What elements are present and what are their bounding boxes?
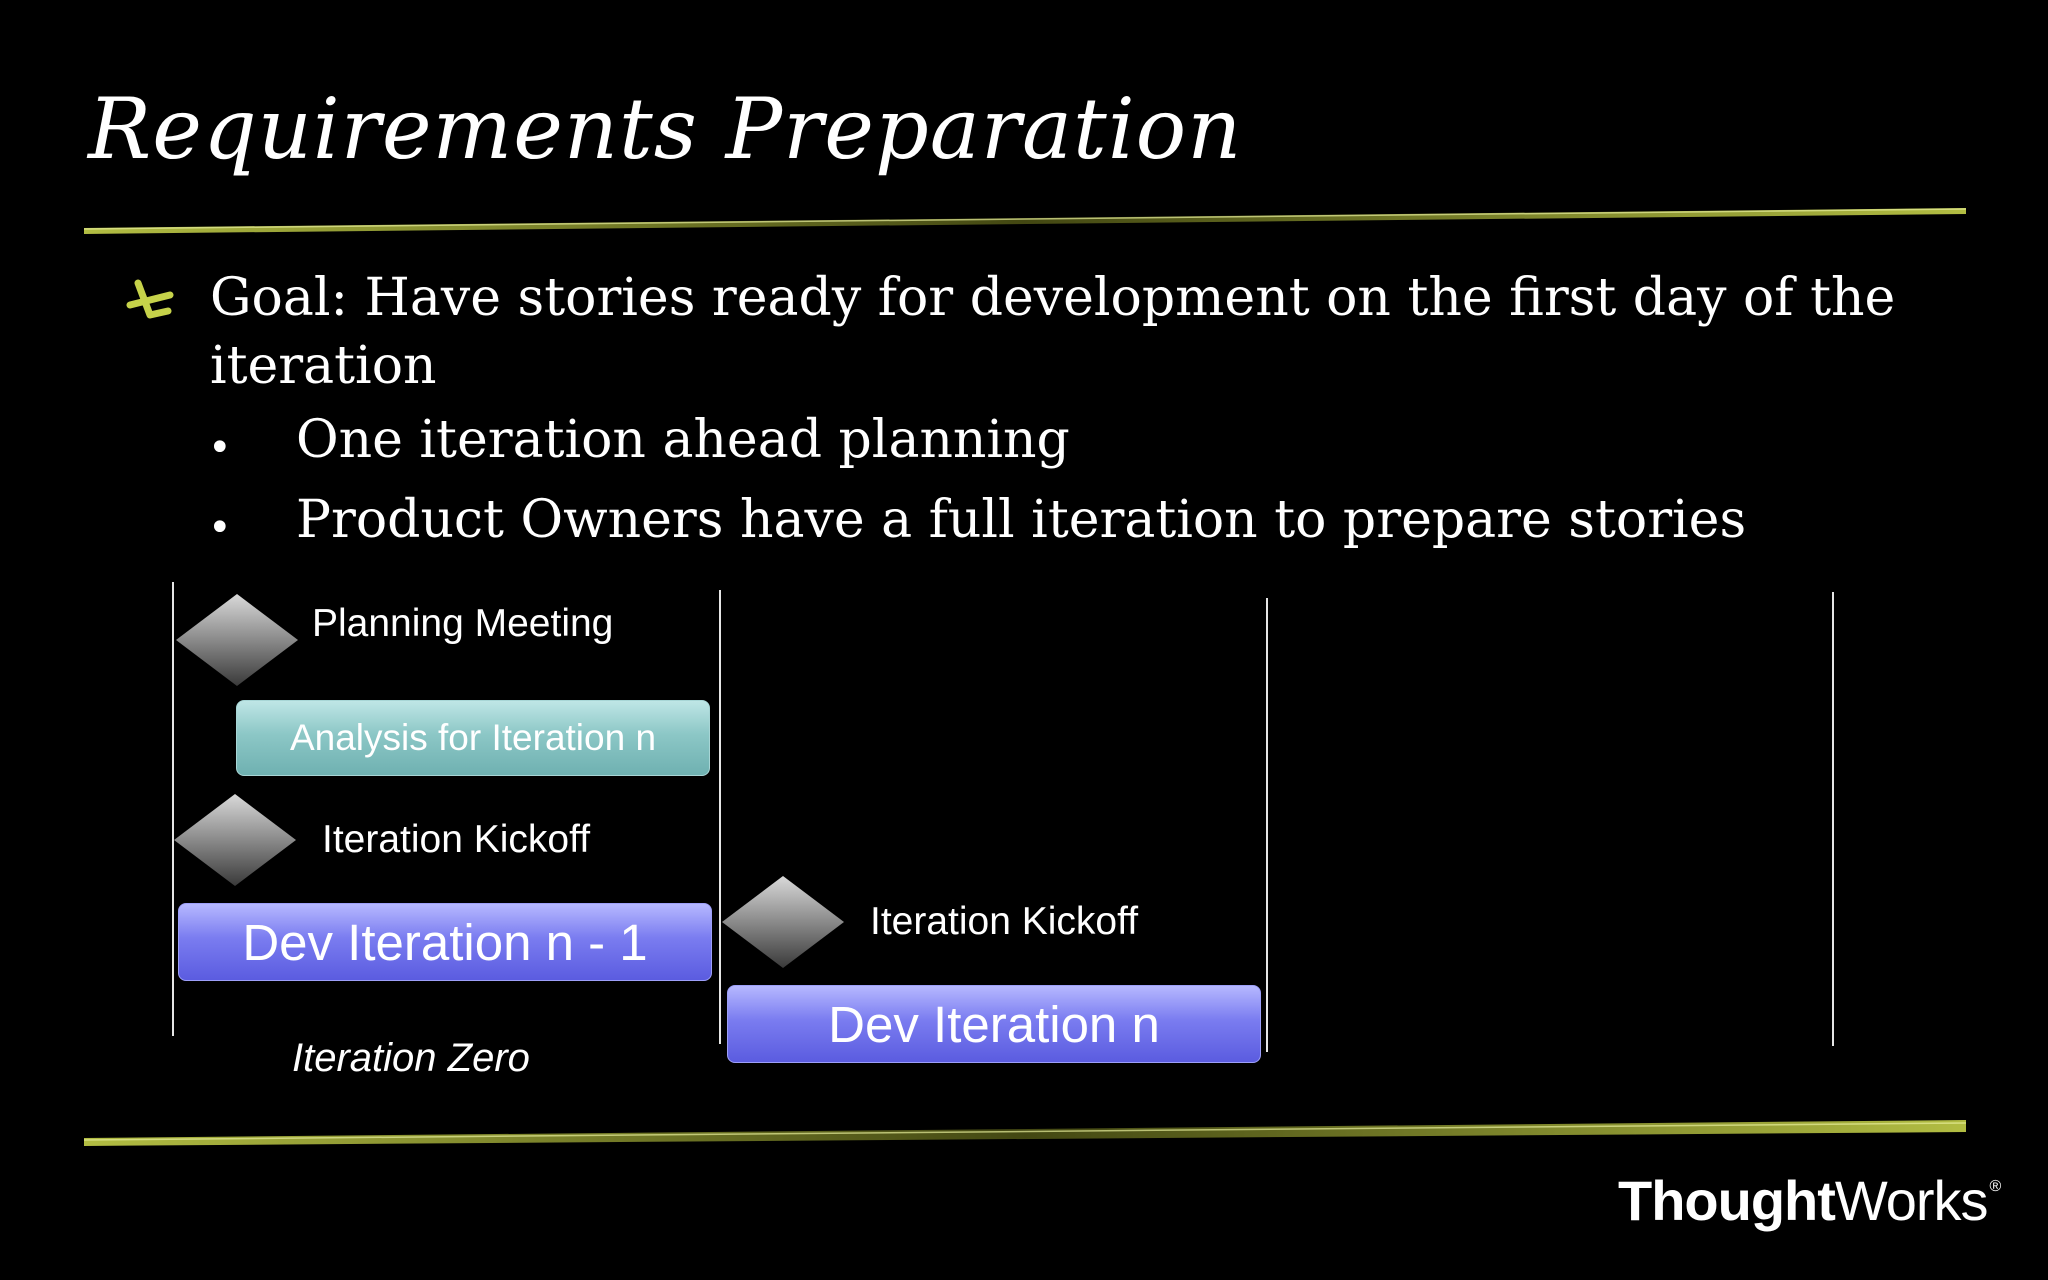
logo-registered-mark: ®	[1989, 1178, 2002, 1195]
iteration-zero-label: Iteration Zero	[292, 1036, 530, 1080]
planning-meeting-diamond-icon	[176, 594, 298, 686]
sub-bullet-1: One iteration ahead planning	[296, 410, 1070, 470]
iteration-kickoff-label-2: Iteration Kickoff	[870, 900, 1139, 943]
analysis-bar: Analysis for Iteration n	[236, 700, 710, 776]
logo-regular: Works	[1834, 1169, 1989, 1232]
iteration-kickoff-diamond-icon	[722, 876, 844, 968]
sub-bullet-2: Product Owners have a full iteration to …	[296, 490, 1747, 550]
goal-bullet: Goal: Have stories ready for development…	[210, 268, 1896, 396]
timeline-divider-2	[719, 590, 721, 1044]
bottom-divider	[84, 1120, 1966, 1146]
logo-bold: Thought	[1618, 1169, 1836, 1232]
sub-bullet-dot: •	[208, 425, 232, 471]
timeline-divider-1	[172, 582, 174, 1036]
timeline-divider-3	[1266, 598, 1268, 1052]
iteration-kickoff-diamond-icon	[174, 794, 296, 886]
dev-iteration-n-minus-1-bar: Dev Iteration n - 1	[178, 903, 712, 981]
top-divider	[84, 208, 1966, 234]
sub-bullet-dot: •	[208, 505, 232, 551]
thoughtworks-logo: ThoughtWorks®	[1618, 1168, 2002, 1233]
star-bullet-icon	[126, 279, 174, 319]
slide-title: Requirements Preparation	[88, 80, 1243, 178]
planning-meeting-label: Planning Meeting	[312, 602, 614, 645]
iteration-kickoff-label-1: Iteration Kickoff	[322, 818, 591, 861]
dev-iteration-n-bar: Dev Iteration n	[727, 985, 1261, 1063]
timeline-divider-4	[1832, 592, 1834, 1046]
